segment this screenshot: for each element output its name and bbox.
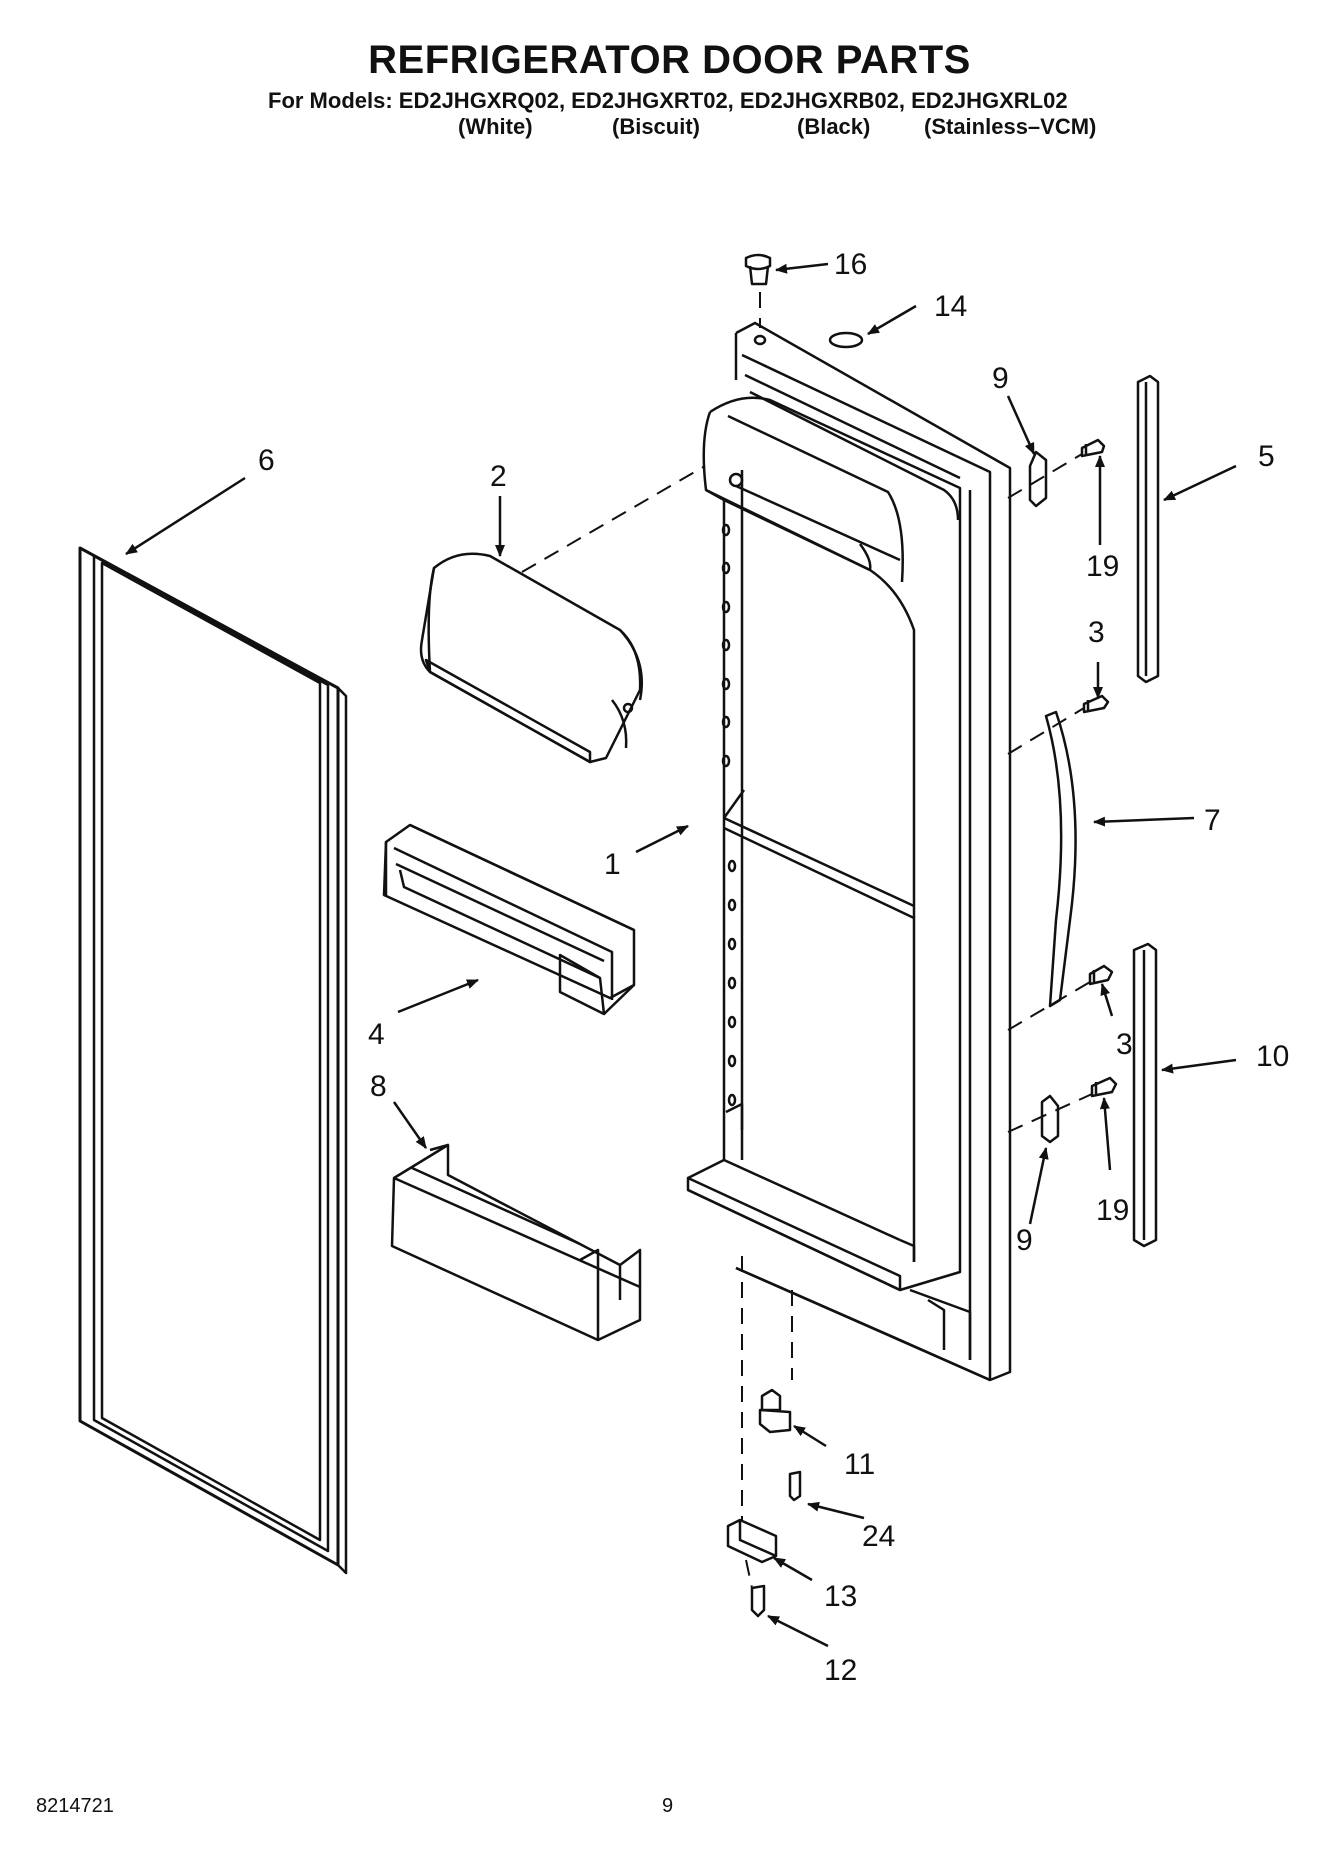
callout-11: 11 — [844, 1448, 875, 1481]
dairy-door-part-2 — [419, 552, 644, 764]
callout-14: 14 — [934, 290, 967, 323]
callout-9-lower: 9 — [1016, 1224, 1033, 1257]
callout-8: 8 — [370, 1070, 387, 1103]
door-outer-frame — [734, 321, 1012, 1382]
color-white: (White) — [458, 114, 533, 139]
handle-part-7 — [1044, 710, 1077, 1008]
cap-part-16 — [744, 253, 772, 286]
color-black: (Black) — [797, 114, 871, 139]
color-biscuit: (Biscuit) — [612, 114, 700, 139]
callout-6: 6 — [258, 444, 275, 477]
document-number: 8214721 — [36, 1795, 114, 1817]
screw-part-19-lower — [1090, 1076, 1118, 1098]
callout-4: 4 — [368, 1018, 385, 1051]
page-title: REFRIGERATOR DOOR PARTS — [368, 38, 971, 82]
models-line: For Models: ED2JHGXRQ02, ED2JHGXRT02, ED… — [268, 88, 1068, 113]
hinge-part-11 — [758, 1388, 792, 1434]
alignment-lines — [521, 292, 1093, 1589]
screw-part-3-lower — [1088, 964, 1114, 986]
callout-10: 10 — [1256, 1040, 1289, 1073]
bracket-part-13 — [726, 1518, 778, 1564]
screw-part-19-upper — [1080, 438, 1106, 458]
bracket-part-9-lower — [1040, 1094, 1060, 1144]
door-liner-part-1 — [686, 396, 962, 1292]
callout-16: 16 — [834, 248, 867, 281]
screw-part-3-upper — [1082, 694, 1110, 714]
leader-arrows — [125, 262, 1237, 1648]
callout-7: 7 — [1204, 804, 1221, 837]
screw-part-12 — [750, 1584, 766, 1618]
bracket-part-9-upper — [1028, 450, 1048, 508]
color-stainless: (Stainless–VCM) — [924, 114, 1097, 139]
door-gasket-part-6 — [78, 546, 348, 1575]
trim-strip-part-5 — [1136, 374, 1160, 684]
callout-5: 5 — [1258, 440, 1275, 473]
callout-3-upper: 3 — [1088, 616, 1105, 649]
callout-19-upper: 19 — [1086, 550, 1119, 583]
callout-24: 24 — [862, 1520, 895, 1553]
screw-part-24 — [788, 1470, 802, 1502]
door-bin-part-4 — [382, 823, 636, 1016]
callout-3-lower: 3 — [1116, 1028, 1133, 1061]
callout-2: 2 — [490, 460, 507, 493]
callout-13: 13 — [824, 1580, 857, 1613]
plug-part-14 — [828, 331, 864, 349]
callout-1: 1 — [604, 848, 621, 881]
callout-9-upper: 9 — [992, 362, 1009, 395]
trim-strip-part-10 — [1132, 942, 1158, 1248]
callout-12: 12 — [824, 1654, 857, 1687]
door-shelf-bin-part-8 — [390, 1143, 642, 1342]
page-number: 9 — [662, 1795, 674, 1817]
callout-19-lower: 19 — [1096, 1194, 1129, 1227]
